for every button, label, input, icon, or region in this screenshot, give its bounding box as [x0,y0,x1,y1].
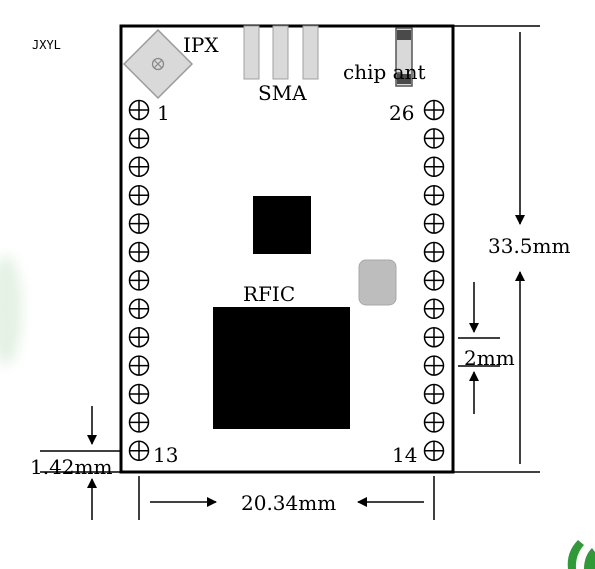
pin-pad [128,270,150,291]
pin-pad [423,440,445,462]
pin-pad [423,270,445,291]
pin-pad [128,241,150,263]
logo-fragment [567,540,595,569]
pin-pad [128,355,150,376]
sma-label: SMA [258,81,307,105]
pin-pad [423,298,445,320]
pin-pad [128,156,150,178]
pin-pad [128,213,150,234]
pin-pad [128,412,150,433]
width-dimension-label: 20.34mm [241,491,336,515]
pin-pad [423,128,445,149]
pitch-dimension [458,282,500,414]
small-chip [253,196,311,254]
background-smudge [0,255,22,365]
pitch-dimension-label: 2mm [464,346,515,370]
pin-pad [423,156,445,178]
gray-component [358,259,397,306]
pin-pad [128,326,150,348]
ipx-label: IPX [183,33,219,57]
pin-number-26: 26 [389,101,414,125]
rfic-chip [213,307,350,429]
pin-pad [128,440,150,462]
pin-pad [423,355,445,376]
pin-number-13: 13 [153,443,178,467]
pin-pad [128,298,150,320]
pin-pad [423,99,445,121]
pin-pad [128,128,150,149]
height-dimension [453,25,540,473]
pin-pad [128,99,150,121]
ipx-connector [122,28,194,100]
pin-pad [423,412,445,433]
chip-ant-label: chip ant [343,60,425,84]
pin-number-1: 1 [157,101,170,125]
pin-pad [423,241,445,263]
height-dimension-label: 33.5mm [488,234,570,258]
pin-pad [128,383,150,405]
chip-antenna [395,27,413,87]
sma-connector [243,25,319,80]
pin-pad [423,213,445,234]
pin-number-14: 14 [392,443,417,467]
rfic-label: RFIC [243,282,295,306]
watermark-text: JXYL [32,38,61,52]
width-dimension [138,476,435,520]
pin-column-left [128,99,150,462]
edge-offset-dimension [40,406,122,520]
pin-pad [423,326,445,348]
edge-offset-label: 1.42mm [30,455,112,479]
pin-pad [128,184,150,206]
pin-column-right [423,99,445,462]
pin-pad [423,383,445,405]
pin-pad [423,184,445,206]
